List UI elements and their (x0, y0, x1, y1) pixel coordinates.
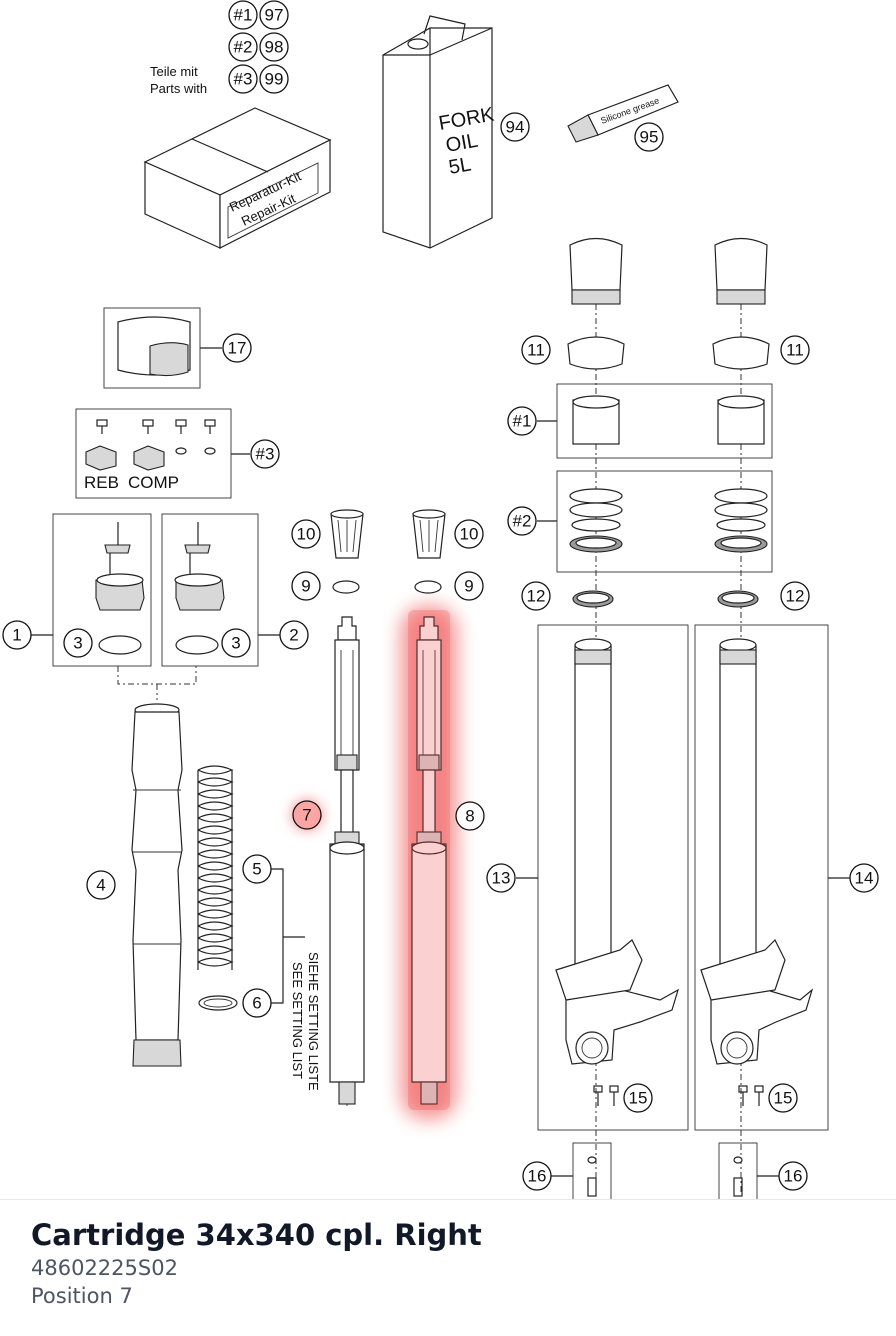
setting-note-english: SEE SETTING LIST (290, 962, 305, 1079)
callout-11-left[interactable]: 11 (521, 335, 551, 365)
svg-text:11: 11 (786, 341, 804, 360)
repair-kit-legend: Teile mit Parts with #1 97 #2 98 #3 99 (150, 0, 289, 96)
callout-17[interactable]: 17 (222, 333, 252, 363)
svg-text:1: 1 (12, 626, 21, 645)
oil-can-text-3: 5L (447, 153, 473, 179)
repair-kit-box: Reparatur-Kit Repair-Kit (143, 107, 332, 249)
valve-label-comp: COMP (128, 473, 179, 492)
callout-kit-2-fork[interactable]: #2 (507, 506, 537, 536)
parts-9-10-group: 10 10 9 9 (291, 509, 484, 601)
svg-text:97: 97 (265, 6, 284, 25)
part-8-cartridge: 8 (400, 605, 485, 1120)
svg-text:#1: #1 (513, 412, 532, 431)
setting-note-german: SIEHE SETTING LISTE (306, 952, 321, 1091)
callout-7[interactable]: 7 (292, 800, 322, 830)
silicone-grease-tube: Silicone grease 95 (567, 84, 679, 152)
part-name: Cartridge 34x340 cpl. Right (31, 1218, 482, 1252)
callout-12-right[interactable]: 12 (780, 581, 810, 611)
svg-text:94: 94 (506, 118, 525, 137)
callout-kit-2[interactable]: #2 (228, 32, 258, 62)
callout-6[interactable]: 6 (242, 988, 272, 1018)
callout-3-right[interactable]: 3 (221, 628, 251, 658)
kit-label-german: Teile mit (150, 64, 198, 79)
callout-2[interactable]: 2 (279, 620, 309, 650)
callout-3-left[interactable]: 3 (63, 628, 93, 658)
svg-text:12: 12 (786, 587, 805, 606)
callout-9-left[interactable]: 9 (291, 571, 321, 601)
callout-95[interactable]: 95 (634, 122, 664, 152)
svg-text:10: 10 (460, 525, 479, 544)
part-info-panel: Cartridge 34x340 cpl. Right 48602225S02 … (0, 1199, 896, 1336)
callout-16-left[interactable]: 16 (522, 1161, 552, 1191)
fork-oil-can: FORK OIL 5L 94 (382, 15, 530, 249)
callout-10-left[interactable]: 10 (291, 519, 321, 549)
svg-text:#1: #1 (234, 6, 253, 25)
svg-text:15: 15 (629, 1089, 648, 1108)
callout-8[interactable]: 8 (455, 801, 485, 831)
callout-10-right[interactable]: 10 (454, 519, 484, 549)
callout-1[interactable]: 1 (2, 620, 32, 650)
svg-text:7: 7 (302, 806, 311, 825)
part-17-group: 17 (103, 307, 252, 389)
valve-kit-3-group: REB COMP #3 (75, 408, 280, 499)
svg-text:#3: #3 (234, 70, 253, 89)
callout-11-right[interactable]: 11 (780, 335, 810, 365)
svg-text:13: 13 (492, 869, 511, 888)
svg-text:3: 3 (73, 634, 82, 653)
callout-kit-3-valves[interactable]: #3 (250, 439, 280, 469)
svg-text:95: 95 (640, 128, 659, 147)
svg-text:14: 14 (855, 869, 874, 888)
callout-kit-1[interactable]: #1 (228, 0, 258, 30)
callout-15-right[interactable]: 15 (768, 1083, 798, 1113)
svg-text:17: 17 (228, 339, 247, 358)
part-number: 48602225S02 (31, 1256, 178, 1280)
svg-text:98: 98 (265, 38, 284, 57)
svg-text:9: 9 (301, 577, 310, 596)
exploded-parts-diagram: Teile mit Parts with #1 97 #2 98 #3 99 R… (2, 0, 879, 1200)
svg-text:10: 10 (297, 525, 316, 544)
callout-94[interactable]: 94 (500, 112, 530, 142)
svg-text:#2: #2 (513, 512, 532, 531)
spring-and-ring: 5 6 SIEHE SETTING LISTE SEE SETTING LIST (197, 765, 321, 1091)
svg-text:5: 5 (252, 860, 261, 879)
callout-98[interactable]: 98 (259, 32, 289, 62)
callout-4[interactable]: 4 (86, 870, 116, 900)
valve-label-reb: REB (84, 473, 119, 492)
part-7-cartridge (329, 616, 365, 1106)
part-position: Position 7 (31, 1284, 133, 1308)
callout-16-right[interactable]: 16 (778, 1161, 808, 1191)
callout-12-left[interactable]: 12 (521, 581, 551, 611)
svg-text:16: 16 (784, 1167, 803, 1186)
callout-99[interactable]: 99 (259, 64, 289, 94)
callout-13[interactable]: 13 (486, 863, 516, 893)
callout-kit-3[interactable]: #3 (228, 64, 258, 94)
svg-text:#3: #3 (256, 445, 275, 464)
svg-text:4: 4 (96, 876, 105, 895)
svg-text:#2: #2 (234, 38, 253, 57)
callout-97[interactable]: 97 (259, 0, 289, 30)
svg-text:6: 6 (252, 994, 261, 1013)
callout-9-right[interactable]: 9 (454, 571, 484, 601)
right-fork-assembly: 11 11 #1 #2 12 12 (486, 237, 879, 1200)
svg-text:12: 12 (527, 587, 546, 606)
part-4-tube: 4 (86, 703, 183, 1067)
part-8-tint (408, 610, 450, 1110)
kit-label-english: Parts with (150, 81, 207, 96)
svg-text:9: 9 (464, 577, 473, 596)
svg-text:2: 2 (289, 626, 298, 645)
svg-text:11: 11 (527, 341, 545, 360)
callout-kit-1-fork[interactable]: #1 (507, 406, 537, 436)
callout-14[interactable]: 14 (849, 863, 879, 893)
cartridge-heads-group: 3 3 1 2 (2, 513, 309, 700)
svg-text:99: 99 (265, 70, 284, 89)
svg-text:15: 15 (774, 1089, 793, 1108)
callout-5[interactable]: 5 (242, 854, 272, 884)
svg-text:8: 8 (465, 807, 474, 826)
svg-text:16: 16 (528, 1167, 547, 1186)
svg-text:3: 3 (231, 634, 240, 653)
callout-15-left[interactable]: 15 (623, 1083, 653, 1113)
